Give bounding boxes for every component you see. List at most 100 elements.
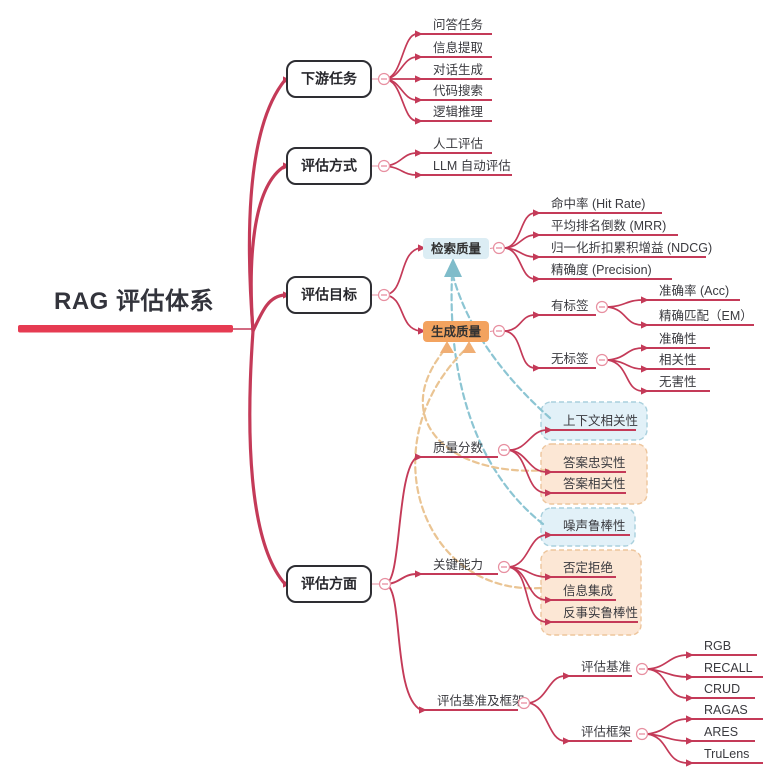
branch-curve (607, 299, 644, 308)
branch-arrow-icon (545, 618, 553, 626)
ragas-node[interactable]: RAGAS (704, 703, 748, 717)
quality-scores-node[interactable]: 质量分数 (433, 440, 511, 457)
retrieval-quality-node[interactable]: 检索质量 (423, 238, 506, 259)
qa-task-label: 问答任务 (433, 17, 483, 32)
eval-aspects-collapse-badge[interactable] (378, 577, 392, 591)
branch-curve (646, 654, 689, 670)
precision-label: 精确度 (Precision) (551, 262, 652, 277)
branch-curve (607, 359, 644, 392)
logical-reasoning-node[interactable]: 逻辑推理 (433, 105, 484, 119)
branch-arrow-icon (641, 344, 649, 352)
eval-benchmarks-node[interactable]: 评估基准 (581, 660, 649, 676)
context-relevance-label: 上下文相关性 (563, 413, 638, 428)
branch-arrow-icon (533, 364, 541, 372)
answer-faithfulness-node[interactable]: 答案忠实性 (563, 455, 626, 470)
downstream-tasks-node[interactable]: 下游任务 (286, 60, 391, 98)
human-eval-node[interactable]: 人工评估 (433, 137, 483, 151)
hit-rate-node[interactable]: 命中率 (Hit Rate) (551, 196, 645, 211)
branch-arrow-icon (686, 715, 694, 723)
ndcg-label: 归一化折扣累积增益 (NDCG) (551, 240, 712, 255)
eval-benchmarks-collapse-badge[interactable] (635, 662, 649, 676)
unlabeled-node[interactable]: 无标签 (551, 351, 609, 367)
answer-quality-orange-group (540, 443, 648, 505)
branch-arrow-icon (686, 759, 694, 767)
eval-frameworks-collapse-badge[interactable] (635, 727, 649, 741)
branch-arrow-icon (419, 706, 427, 714)
precision-node[interactable]: 精确度 (Precision) (551, 262, 652, 277)
mrr-node[interactable]: 平均排名倒数 (MRR) (551, 218, 666, 233)
info-extraction-node[interactable]: 信息提取 (433, 40, 484, 55)
context-relevance-node[interactable]: 上下文相关性 (563, 413, 638, 428)
labeled-node[interactable]: 有标签 (551, 298, 609, 314)
key-abilities-collapse-badge[interactable] (497, 560, 511, 574)
eval-methods-node[interactable]: 评估方式 (286, 147, 391, 185)
relevance-label: 相关性 (659, 353, 697, 367)
labeled-collapse-badge[interactable] (595, 300, 609, 314)
branch-curve (383, 294, 421, 332)
branch-curve (508, 449, 548, 494)
branch-arrow-icon (418, 244, 426, 252)
recall-node[interactable]: RECALL (704, 661, 753, 675)
branch-arrow-icon (415, 117, 423, 125)
generation-quality-collapse-badge[interactable] (492, 324, 506, 338)
relevance-node[interactable]: 相关性 (659, 353, 697, 367)
code-search-label: 代码搜索 (433, 83, 483, 98)
robustness-orange-group (540, 549, 642, 636)
code-search-node[interactable]: 代码搜索 (433, 83, 483, 98)
accuracy-node[interactable]: 准确性 (659, 332, 697, 346)
acc-node[interactable]: 准确率 (Acc) (659, 283, 729, 298)
teal-link-arrow-icon (444, 258, 462, 277)
branch-arrow-icon (545, 468, 553, 476)
branch-arrow-icon (415, 96, 423, 104)
downstream-tasks-collapse-badge[interactable] (377, 72, 391, 86)
root-node[interactable]: RAG 评估体系 (18, 288, 254, 333)
branch-arrow-icon (533, 275, 541, 283)
retrieval-quality-collapse-badge[interactable] (492, 241, 506, 255)
noise-robustness-blue-group (540, 507, 636, 547)
branch-arrow-icon (641, 296, 649, 304)
quality-scores-collapse-badge[interactable] (497, 443, 511, 457)
generation-quality-node[interactable]: 生成质量 (423, 321, 506, 342)
branch-curve (646, 668, 689, 699)
branch-curve (646, 718, 689, 735)
negative-rejection-node[interactable]: 否定拒绝 (563, 560, 613, 575)
rgb-node[interactable]: RGB (704, 639, 731, 653)
eval-targets-node[interactable]: 评估目标 (286, 276, 391, 314)
accuracy-label: 准确性 (659, 332, 697, 346)
eval-methods-label: 评估方式 (301, 158, 357, 174)
trulens-label: TruLens (704, 747, 749, 761)
noise-robustness-node[interactable]: 噪声鲁棒性 (563, 519, 626, 533)
branch-arrow-icon (641, 365, 649, 373)
answer-relevance-node[interactable]: 答案相关性 (563, 476, 626, 491)
recall-label: RECALL (704, 661, 753, 675)
eval-aspects-node[interactable]: 评估方面 (286, 565, 392, 603)
eval-frameworks-node[interactable]: 评估框架 (581, 725, 649, 741)
key-abilities-node[interactable]: 关键能力 (433, 558, 511, 574)
branch-curve (508, 429, 548, 451)
crud-node[interactable]: CRUD (704, 682, 740, 696)
ndcg-node[interactable]: 归一化折扣累积增益 (NDCG) (551, 240, 712, 255)
em-node[interactable]: 精确匹配（EM） (659, 309, 753, 323)
branch-arrow-icon (641, 321, 649, 329)
benchmarks-frameworks-node[interactable]: 评估基准及框架 (437, 694, 531, 710)
ares-label: ARES (704, 725, 738, 739)
benchmarks-frameworks-collapse-badge[interactable] (517, 696, 531, 710)
unlabeled-collapse-badge[interactable] (595, 353, 609, 367)
llm-auto-eval-node[interactable]: LLM 自动评估 (433, 159, 511, 173)
info-integration-node[interactable]: 信息集成 (563, 583, 613, 598)
trulens-node[interactable]: TruLens (704, 747, 749, 761)
eval-methods-collapse-badge[interactable] (377, 159, 391, 173)
crud-label: CRUD (704, 682, 740, 696)
harmlessness-node[interactable]: 无害性 (659, 374, 697, 389)
cross-links (414, 258, 552, 590)
counterfactual-robustness-node[interactable]: 反事实鲁棒性 (563, 605, 638, 620)
qa-task-node[interactable]: 问答任务 (433, 17, 483, 32)
branch-arrow-icon (415, 570, 423, 578)
generation-quality-label: 生成质量 (431, 324, 482, 339)
dialog-generation-node[interactable]: 对话生成 (433, 63, 483, 77)
eval-targets-collapse-badge[interactable] (377, 288, 391, 302)
ares-node[interactable]: ARES (704, 725, 738, 739)
eval-benchmarks-label: 评估基准 (581, 660, 631, 674)
branch-arrow-icon (686, 694, 694, 702)
branch-curve (504, 247, 536, 280)
